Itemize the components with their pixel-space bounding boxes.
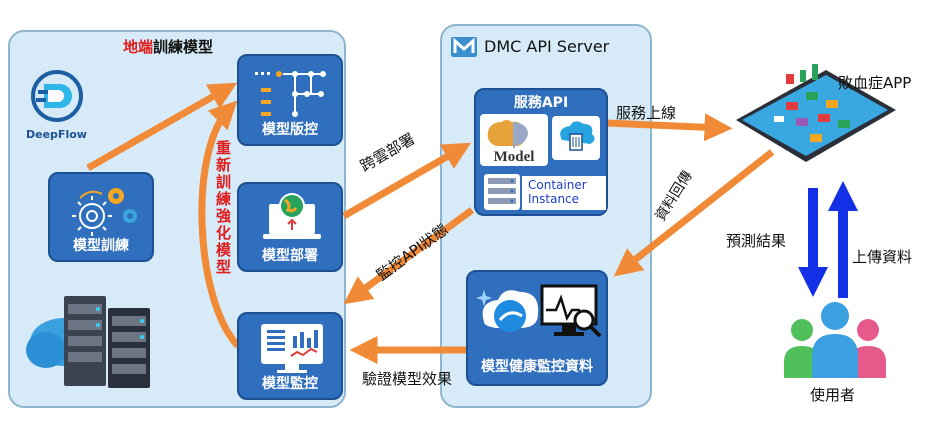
- on-premise-title: 地端訓練模型: [123, 36, 213, 57]
- monitor-label: 模型監控: [262, 376, 318, 392]
- predict-label: 預測結果: [726, 232, 787, 250]
- service-api-title: 服務API: [513, 95, 569, 111]
- deploy-label: 模型部署: [262, 248, 318, 264]
- service-api-box: 服務API Model Container Instance: [474, 88, 608, 216]
- server-rack-icon: [484, 174, 520, 210]
- version-card: 模型版控: [237, 54, 343, 146]
- arrow-monitor-api: [343, 207, 475, 305]
- arrow-train-to-version: [86, 82, 238, 172]
- deploy-card: 模型部署: [237, 182, 343, 272]
- users-group-icon: [780, 298, 890, 382]
- deepflow-logo: DeepFlow: [22, 68, 92, 148]
- version-label: 模型版控: [262, 122, 318, 138]
- model-brain-icon: Model: [480, 114, 548, 166]
- training-label: 模型訓練: [73, 238, 129, 254]
- arrow-data-return: [613, 149, 775, 277]
- dashboard-monitor-icon: [245, 320, 335, 376]
- training-card: 模型訓練: [48, 172, 154, 262]
- arrow-retrain: [198, 100, 241, 349]
- deepflow-name: DeepFlow: [26, 128, 87, 141]
- verify-label: 驗證模型效果: [362, 370, 453, 388]
- health-cloud-icon: [476, 282, 546, 346]
- laptop-globe-icon: [245, 190, 335, 248]
- gears-icon: [56, 180, 146, 238]
- user-label: 使用者: [810, 386, 856, 404]
- branching-icon: [245, 62, 335, 122]
- title-highlight: 地端: [123, 38, 154, 56]
- monitor-card: 模型監控: [237, 312, 343, 400]
- model-text: Model: [493, 149, 535, 165]
- phone-app-icon: [726, 50, 898, 182]
- arrow-cross-cloud: [342, 142, 472, 220]
- arrow-service-online: [605, 113, 733, 142]
- health-monitor-box: 模型健康監控資料: [466, 270, 608, 386]
- service-online-label: 服務上線: [616, 104, 677, 122]
- health-label: 模型健康監控資料: [481, 359, 593, 375]
- retrain-label: 重新訓練強化模型: [214, 140, 232, 276]
- dmc-title: DMC API Server: [484, 37, 610, 56]
- dmc-logo-icon: [451, 35, 477, 63]
- upload-label: 上傳資料: [852, 248, 913, 266]
- on-premise-servers-icon: [20, 278, 160, 393]
- app-label: 敗血症APP: [838, 74, 912, 92]
- title-rest: 訓練模型: [153, 38, 214, 56]
- deepflow-logo-icon: [31, 70, 83, 122]
- health-monitor-screen-icon: [540, 282, 604, 348]
- container-instance-text: Container Instance: [522, 176, 606, 210]
- container-trash-icon: [552, 116, 600, 160]
